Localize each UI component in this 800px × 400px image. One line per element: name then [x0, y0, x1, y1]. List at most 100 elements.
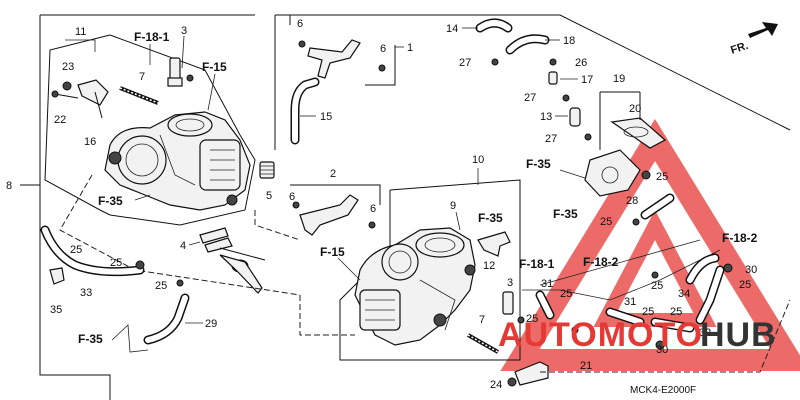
part-label-12: 12: [483, 260, 495, 272]
ref-label-f35-center: F-35: [478, 211, 503, 225]
part-label-9: 9: [450, 200, 456, 212]
fitting-part-3-upper: [167, 57, 194, 87]
hose-part-18: [505, 34, 550, 55]
hose-part-15: [290, 77, 320, 145]
screw-part-7-lower: [467, 333, 499, 354]
ref-label-f15-upper: F-15: [202, 60, 227, 74]
outer-frame: [20, 14, 791, 400]
part-label-8: 8: [6, 180, 12, 192]
ref-label-f182-center: F-18-2: [583, 255, 619, 269]
part-label-30b: 30: [656, 344, 668, 356]
part-label-34: 34: [678, 288, 690, 300]
ref-label-f35-valve: F-35: [553, 207, 578, 221]
ref-label-f182-right: F-18-2: [722, 231, 758, 245]
part-label-25d: 25: [526, 313, 538, 325]
part-label-2: 2: [330, 168, 336, 180]
part-label-27c: 27: [545, 133, 557, 145]
part-label-14: 14: [446, 23, 458, 35]
hose-part-14: [475, 18, 513, 33]
part-label-24: 24: [490, 379, 502, 391]
ref-label-f35-bottom: F-35: [78, 332, 103, 346]
part-label-11: 11: [75, 26, 86, 38]
front-carburetor: [104, 111, 251, 211]
watermark-suffix: HUB: [700, 316, 777, 354]
part-label-22: 22: [54, 114, 66, 126]
part-label-25g: 25: [656, 171, 668, 183]
part-label-30a: 30: [745, 264, 757, 276]
watermark-text: AUTOMOTO HUB: [498, 316, 777, 354]
part-label-25a: 25: [70, 244, 82, 256]
part-label-6c: 6: [289, 191, 295, 203]
watermark-prefix: AUTOMOTO: [498, 316, 703, 354]
part-label-13: 13: [540, 111, 552, 123]
part-label-6a: 6: [297, 18, 303, 30]
bracket-part-12: [477, 231, 511, 257]
part-label-15: 15: [320, 111, 332, 123]
hose-part-28: [640, 193, 675, 220]
part-label-25i: 25: [739, 279, 751, 291]
group-bracket-2: [290, 184, 381, 205]
part-label-19: 19: [613, 73, 625, 85]
spring-part-5: [259, 161, 275, 179]
part-label-3-lower: 3: [507, 277, 513, 289]
left-group-frame: [44, 34, 111, 216]
part-label-25h: 25: [651, 280, 663, 292]
part-label-25b: 25: [110, 257, 122, 269]
fitting-part-3-lower: [502, 291, 525, 324]
part-label-4: 4: [180, 240, 186, 252]
direction-label: FR.: [729, 40, 750, 57]
part-label-25k: 25: [670, 306, 682, 318]
group-bracket-1: [365, 45, 396, 86]
part-label-18: 18: [563, 35, 575, 47]
throttle-bracket: [51, 79, 109, 119]
part-label-27a: 27: [459, 57, 471, 69]
jet-kit-part-4: [199, 227, 266, 294]
part-label-17: 17: [581, 74, 593, 86]
ref-label-f15-lower: F-15: [320, 245, 345, 259]
part-label-29: 29: [205, 318, 217, 330]
part-label-35: 35: [50, 304, 62, 316]
part-label-25f: 25: [600, 216, 612, 228]
intake-part-20: [610, 117, 667, 149]
hose-part-29: [143, 293, 190, 345]
valve-assembly: [584, 149, 651, 226]
part-label-31b: 31: [624, 296, 636, 308]
tube-part-1: [298, 39, 386, 79]
part-label-25c: 25: [155, 280, 167, 292]
part-label-10: 10: [472, 154, 484, 166]
part-label-20: 20: [629, 103, 641, 115]
rear-carburetor: [354, 227, 476, 346]
screw-part-7-upper: [119, 86, 159, 105]
part-label-28: 28: [626, 195, 638, 207]
part-label-6b: 6: [380, 43, 386, 55]
ref-label-f35-left: F-35: [98, 194, 123, 208]
part-label-25e: 25: [560, 288, 572, 300]
fitting-part-26-27: [491, 58, 592, 141]
part-label-33: 33: [80, 287, 92, 299]
part-label-31a: 31: [541, 278, 553, 290]
left-group-frame-2: [109, 34, 256, 226]
ref-label-f35-right: F-35: [526, 157, 551, 171]
part-label-32: 32: [699, 327, 711, 339]
part-label-27b: 27: [524, 92, 536, 104]
bracket-part-21: [507, 299, 791, 387]
front-direction-arrow-icon: FR.: [729, 22, 778, 57]
part-label-23: 23: [62, 61, 74, 73]
ref-label-f181-upper: F-18-1: [134, 30, 170, 44]
hose-part-33: [40, 225, 184, 287]
part-label-3-upper: 3: [181, 25, 187, 37]
part-label-21: 21: [580, 360, 592, 372]
hose-network: [522, 239, 733, 350]
part-number-labels: 1 2 3 3 4 5 6 6 6 6 7 7 8 9 10 11 12 13 …: [6, 18, 757, 391]
ref-label-f181-lower: F-18-1: [519, 257, 555, 271]
part-label-26: 26: [575, 57, 587, 69]
part-label-16: 16: [84, 136, 96, 148]
reference-labels: F-18-1 F-15 F-35 F-15 F-35 F-35 F-35 F-1…: [78, 30, 758, 353]
part-label-7-upper: 7: [139, 71, 145, 83]
part-label-7-lower: 7: [479, 314, 485, 326]
tube-part-2: [292, 194, 376, 236]
drawing-code: MCK4-E2000F: [630, 385, 696, 396]
part-label-5: 5: [266, 190, 272, 202]
part-label-6d: 6: [370, 203, 376, 215]
